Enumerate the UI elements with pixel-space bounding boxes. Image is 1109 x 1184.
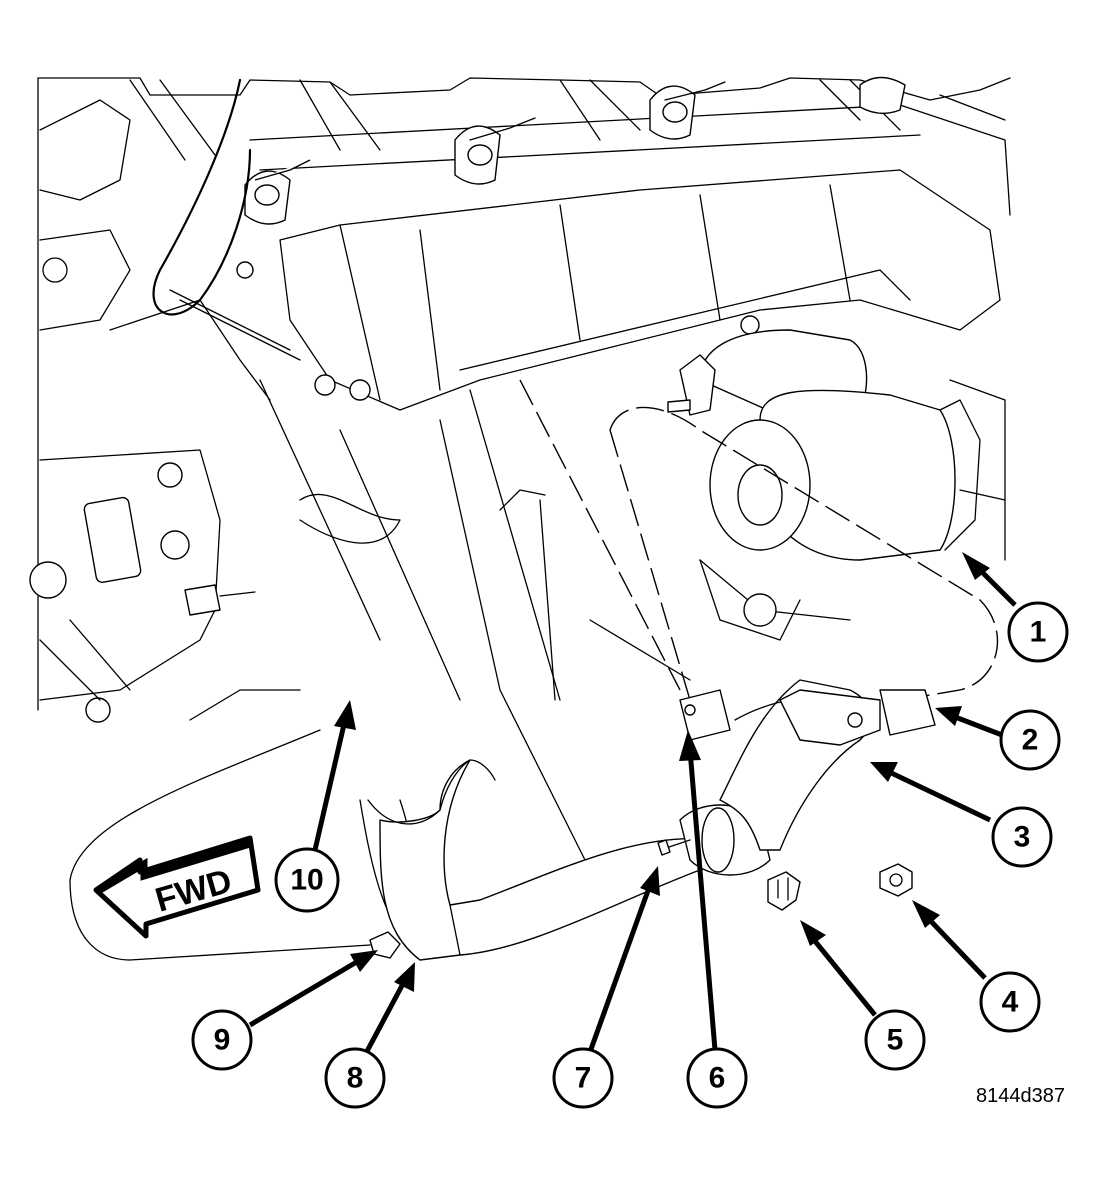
- oxygen-sensor-upstream: [184, 584, 256, 616]
- callout-9: 9: [191, 1009, 253, 1071]
- callout-5: 5: [864, 1009, 926, 1071]
- callout-2: 2: [999, 709, 1061, 771]
- callout-3: 3: [991, 806, 1053, 868]
- fwd-direction-arrow: FWD: [93, 835, 261, 939]
- callout-label: 6: [709, 1062, 726, 1095]
- callout-label: 7: [575, 1062, 592, 1095]
- spark-plug-tower: [454, 117, 536, 185]
- callout-4: 4: [979, 971, 1041, 1033]
- outline-curve: [69, 729, 321, 881]
- callout-label: 4: [1002, 986, 1019, 1019]
- callout-label: 3: [1014, 821, 1031, 854]
- leader-lines: [248, 552, 1017, 1057]
- compressor: [29, 449, 221, 723]
- flange-nut: [879, 863, 913, 897]
- callout-6: 6: [686, 1047, 748, 1109]
- callout-label: 5: [887, 1024, 904, 1057]
- flange-bolt: [767, 871, 801, 911]
- callout-label: 8: [347, 1062, 364, 1095]
- figure-id: 8144d387: [976, 1085, 1065, 1107]
- starter-motor: [667, 329, 981, 641]
- spark-plug-tower: [859, 76, 906, 115]
- callout-8: 8: [324, 1047, 386, 1109]
- callout-label: 10: [290, 864, 323, 897]
- callout-label: 2: [1022, 724, 1039, 757]
- catalytic-converter: [519, 379, 999, 701]
- exhaust-pipe: [359, 679, 936, 961]
- callout-1: 1: [1007, 601, 1069, 663]
- spark-plug-tower: [244, 159, 311, 225]
- callout-label: 9: [214, 1024, 231, 1057]
- callout-10: 10: [274, 847, 340, 913]
- engine-block: [29, 76, 1011, 871]
- callout-7: 7: [552, 1047, 614, 1109]
- spark-plug-tower: [649, 81, 726, 140]
- callout-label: 1: [1030, 616, 1047, 649]
- outline-curve: [69, 879, 371, 961]
- heat-shield: [279, 169, 1001, 411]
